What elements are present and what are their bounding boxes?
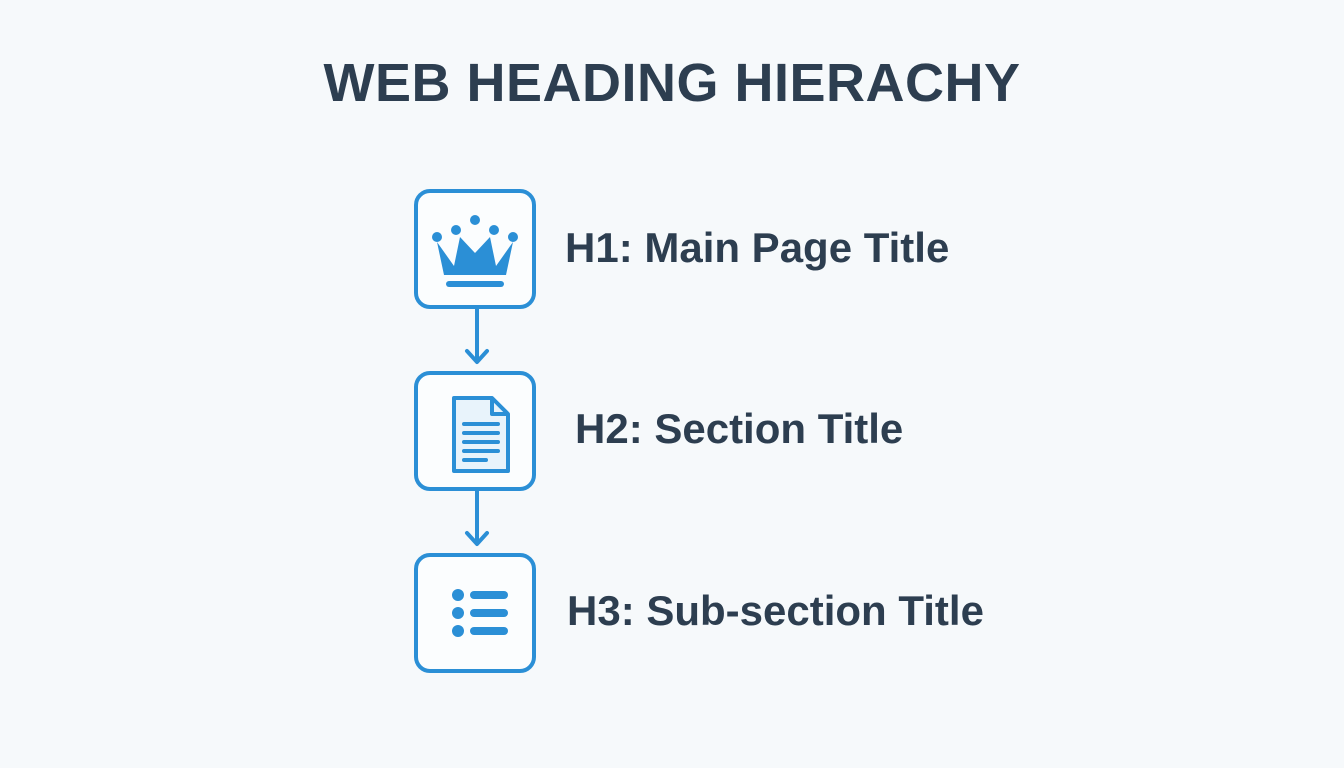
diagram-title: WEB HEADING HIERACHY <box>323 53 1021 113</box>
arrow-h2-to-h3 <box>465 491 489 546</box>
h3-node <box>414 553 536 673</box>
h2-label: H2: Section Title <box>575 405 904 452</box>
arrow-h1-to-h2 <box>465 309 489 364</box>
list-icon <box>452 589 508 637</box>
h1-label: H1: Main Page Title <box>565 224 950 271</box>
crown-icon <box>432 215 518 287</box>
h3-label: H3: Sub-section Title <box>567 587 984 634</box>
h1-node <box>414 189 536 309</box>
document-icon <box>452 396 510 473</box>
h2-node <box>414 371 536 491</box>
